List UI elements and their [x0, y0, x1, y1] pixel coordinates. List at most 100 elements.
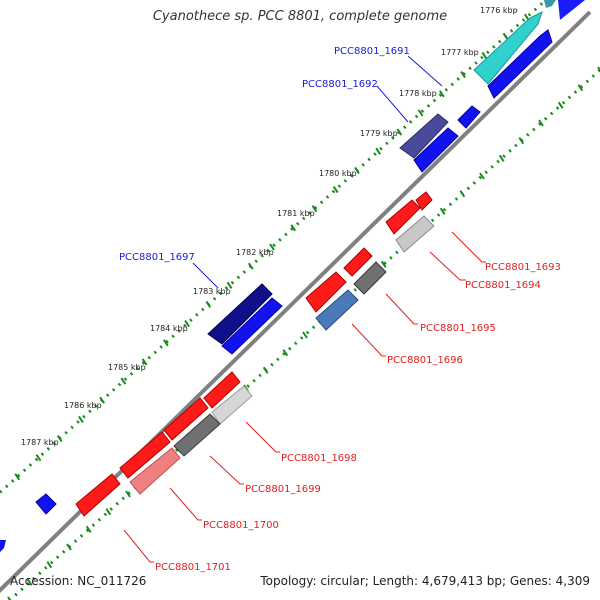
gene-arrow-1697[interactable]: [207, 283, 273, 345]
outer-tick-mark: [502, 32, 509, 40]
inner-tick-mark: [538, 119, 544, 127]
leader-1696: [351, 323, 386, 357]
outer-tick-mark: [354, 166, 360, 174]
outer-tick-mark: [163, 339, 169, 347]
gene-arrow-1700[interactable]: [129, 447, 181, 495]
leader-1695: [385, 293, 418, 325]
label-1697[interactable]: PCC8801_1697: [119, 252, 195, 263]
tick-labels: 1776 kbp 1777 kbp 1778 kbp 1779 kbp 1780…: [21, 6, 518, 447]
outer-tick-mark: [332, 185, 339, 194]
inner-tick-mark: [262, 366, 269, 374]
accession-text: Accession: NC_011726: [10, 574, 147, 588]
leader-1699: [209, 455, 244, 485]
inner-tick-mark: [7, 596, 12, 600]
outer-tick-mark: [396, 128, 403, 136]
gene-arrow[interactable]: [487, 29, 553, 99]
inner-tick-mark: [459, 190, 466, 198]
tick-label-1777: 1777 kbp: [441, 48, 479, 57]
tick-label-1780: 1780 kbp: [319, 169, 357, 178]
gene-arrow[interactable]: [415, 191, 433, 211]
inner-tick-mark: [66, 543, 72, 551]
gene-arrow[interactable]: [119, 431, 171, 479]
outer-tick-mark: [56, 434, 63, 443]
gene-arrow-1699[interactable]: [173, 413, 221, 457]
gene-arrow[interactable]: [305, 271, 347, 313]
label-1694[interactable]: PCC8801_1694: [465, 280, 541, 291]
label-1696[interactable]: PCC8801_1696: [387, 355, 463, 366]
inner-tick-mark: [125, 490, 131, 498]
outer-tick-mark: [184, 320, 190, 328]
inner-tick-mark: [380, 260, 387, 268]
gene-arrow[interactable]: [385, 199, 421, 235]
gene-arrow-1693[interactable]: [395, 215, 435, 253]
inner-tick-mark: [498, 154, 505, 162]
outer-tick-mark: [120, 377, 127, 385]
gene-arrow-1692[interactable]: [399, 113, 449, 159]
outer-tick-mark: [417, 109, 424, 117]
gene-arrow-1694[interactable]: [343, 247, 373, 277]
tick-label-1776: 1776 kbp: [480, 6, 518, 15]
gene-arrow-1695[interactable]: [353, 261, 387, 295]
inner-tick-mark: [577, 84, 584, 92]
label-1693[interactable]: PCC8801_1693: [485, 262, 561, 273]
inner-tick-mark: [479, 172, 485, 180]
inner-tick-mark: [282, 349, 289, 357]
tick-label-1784: 1784 kbp: [150, 324, 188, 333]
outer-tick-mark: [375, 147, 381, 155]
leader-1692: [376, 85, 409, 123]
gene-arrow[interactable]: [35, 493, 57, 515]
outer-tick-mark: [290, 224, 297, 232]
inner-tick-mark: [557, 101, 564, 109]
outer-tick-mark: [99, 396, 105, 404]
label-1692[interactable]: PCC8801_1692: [302, 79, 378, 90]
gene-arrow-1696[interactable]: [315, 289, 359, 331]
label-1700[interactable]: PCC8801_1700: [203, 520, 279, 531]
label-1691[interactable]: PCC8801_1691: [334, 46, 410, 57]
tick-label-1782: 1782 kbp: [236, 248, 274, 257]
topology-text: Topology: circular; Length: 4,679,413 bp…: [260, 574, 590, 588]
inner-tick-mark: [105, 508, 112, 516]
outer-tick-mark: [269, 243, 275, 251]
leader-1694: [429, 251, 466, 281]
outer-tick-mark: [226, 281, 233, 289]
gene-arrow[interactable]: [558, 0, 600, 20]
label-1695[interactable]: PCC8801_1695: [420, 323, 496, 334]
gene-arrow-1698[interactable]: [211, 385, 253, 425]
leader-1700: [169, 487, 202, 521]
inner-tick-mark: [518, 137, 525, 145]
tick-label-1778: 1778 kbp: [399, 89, 437, 98]
outer-tick-mark: [481, 51, 488, 60]
leader-1701: [123, 529, 154, 563]
outer-tick-mark: [78, 415, 84, 423]
label-1699[interactable]: PCC8801_1699: [245, 484, 321, 495]
gene-arrow[interactable]: [457, 105, 481, 129]
gene-arrow-1691[interactable]: [473, 11, 543, 85]
gene-arrow[interactable]: [413, 127, 459, 173]
inner-tick-mark: [46, 561, 53, 569]
leader-1697: [192, 262, 219, 289]
inner-tick-mark: [439, 207, 446, 215]
gene-arrow[interactable]: [203, 371, 241, 409]
tick-label-1781: 1781 kbp: [277, 209, 315, 218]
tick-label-1785: 1785 kbp: [108, 363, 146, 372]
outer-tick-mark: [14, 473, 21, 481]
label-1701[interactable]: PCC8801_1701: [155, 562, 231, 573]
inner-tick-mark: [302, 331, 308, 339]
map-title: Cyanothece sp. PCC 8801, complete genome: [152, 9, 448, 24]
reverse-strand-genes: [75, 191, 435, 517]
outer-tick-mark: [460, 71, 466, 79]
inner-major-ticks: [7, 66, 600, 600]
tick-label-1783: 1783 kbp: [193, 287, 231, 296]
gene-arrow-1701[interactable]: [75, 473, 121, 517]
gene-arrow[interactable]: [221, 297, 283, 355]
label-1698[interactable]: PCC8801_1698: [281, 453, 357, 464]
gene-arrow[interactable]: [163, 397, 209, 441]
outer-tick-mark: [205, 300, 212, 309]
leader-1691: [407, 55, 443, 87]
inner-tick-mark: [85, 525, 92, 533]
gene-arrow[interactable]: [544, 0, 556, 8]
gene-labels: PCC8801_1691 PCC8801_1692 PCC8801_1697 P…: [119, 46, 561, 573]
gene-arrow[interactable]: [0, 540, 6, 552]
